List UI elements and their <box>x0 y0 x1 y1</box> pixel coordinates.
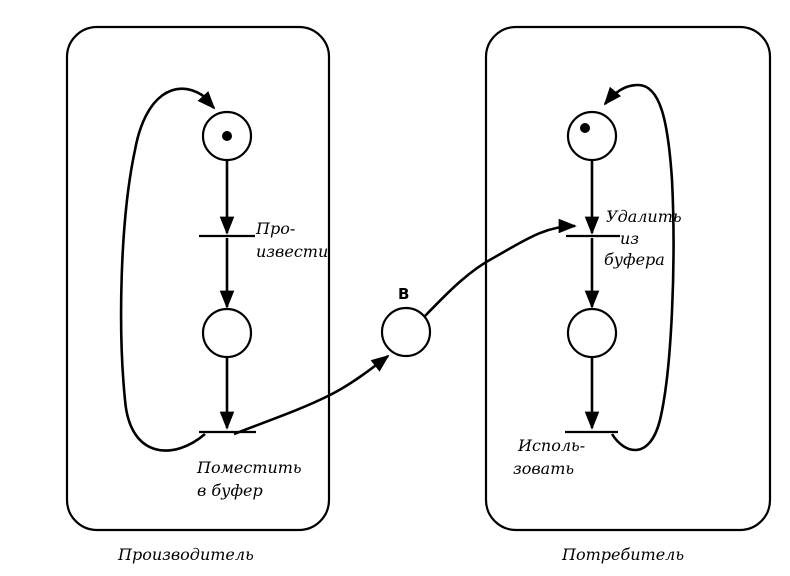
producer-loop-arc <box>119 87 216 452</box>
consumer-caption: Потребитель <box>561 545 684 564</box>
consumer-place-taken <box>566 307 618 359</box>
transition-put-label: Поместить в буфер <box>196 458 307 500</box>
buffer-label: B <box>398 285 409 303</box>
producer-place-produced <box>201 307 253 359</box>
transition-use-label: Исполь- зовать <box>513 436 590 478</box>
consumer-token <box>580 123 590 133</box>
transition-remove-label: Удалить из буфера <box>604 207 687 269</box>
producer-caption: Производитель <box>117 545 254 564</box>
buffer-place <box>380 306 432 358</box>
producer-token <box>222 131 232 141</box>
consumer-box <box>484 25 772 532</box>
arc-put-to-buffer <box>233 354 390 436</box>
arc-buffer-to-remove <box>424 218 577 317</box>
consumer-place-ready <box>566 110 618 162</box>
consumer-loop-arc <box>603 83 675 452</box>
producer-box <box>65 25 331 532</box>
transition-produce-label: Про- извести <box>255 219 328 261</box>
